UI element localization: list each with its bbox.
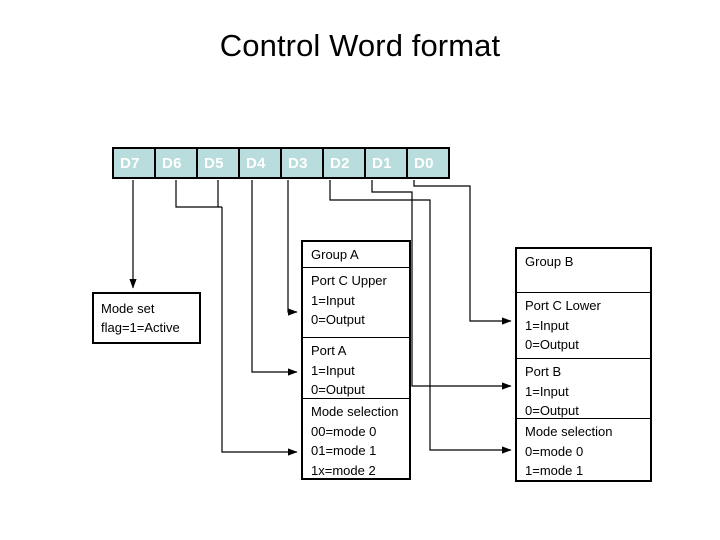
group-a-mode-selection-title: Mode selection (311, 404, 399, 419)
group-a-port-a-row: Port A 1=Input 0=Output (303, 338, 409, 399)
wire-d1-to-group-b-port-b (371, 180, 512, 390)
group-a-mode-selection-row: Mode selection 00=mode 0 01=mode 1 1x=mo… (303, 399, 409, 478)
group-b-port-c-lower-title: Port C Lower (525, 298, 601, 313)
mode-set-line-1: Mode set (101, 301, 155, 316)
bit-cell-d2[interactable]: D2 (324, 149, 366, 177)
group-a-header: Group A (303, 242, 409, 268)
wire-d3-to-group-a-port-c-upper (287, 180, 298, 316)
bit-cell-d5[interactable]: D5 (198, 149, 240, 177)
group-a-box: Group A Port C Upper 1=Input 0=Output Po… (301, 240, 411, 480)
wire-d6-merge (175, 180, 222, 208)
mode-set-box: Mode set flag=1=Active (92, 292, 201, 344)
bit-cell-d6[interactable]: D6 (156, 149, 198, 177)
bit-cell-d4[interactable]: D4 (240, 149, 282, 177)
group-b-box: Group B Port C Lower 1=Input 0=Output Po… (515, 247, 652, 482)
group-b-mode-selection-title: Mode selection (525, 424, 613, 439)
wire-d4-to-group-a-port-a (251, 180, 298, 376)
group-a-mode-selection-line-1: 00=mode 0 (311, 423, 377, 439)
group-a-header-label: Group A (311, 247, 359, 262)
bit-cell-d1[interactable]: D1 (366, 149, 408, 177)
group-a-port-a-title: Port A (311, 343, 347, 358)
wire-d0-to-group-b-port-c-lower (413, 180, 512, 325)
group-b-mode-selection-line-1: 0=mode 0 (525, 443, 584, 459)
group-a-port-c-upper-title: Port C Upper (311, 273, 387, 288)
group-a-mode-selection-line-3: 1x=mode 2 (311, 462, 376, 478)
wire-d6d5-to-group-a-mode (221, 207, 298, 456)
mode-set-line-2: flag=1=Active (101, 320, 180, 335)
bit-cell-d3[interactable]: D3 (282, 149, 324, 177)
group-a-port-c-upper-row: Port C Upper 1=Input 0=Output (303, 268, 409, 338)
group-b-mode-selection-row: Mode selection 0=mode 0 1=mode 1 (517, 419, 650, 480)
control-word-bit-strip: D7 D6 D5 D4 D3 D2 D1 D0 (112, 147, 450, 179)
group-a-port-a-line-1: 1=Input (311, 362, 355, 378)
group-b-port-c-lower-row: Port C Lower 1=Input 0=Output (517, 293, 650, 359)
bit-cell-d0[interactable]: D0 (408, 149, 448, 177)
group-b-mode-selection-line-2: 1=mode 1 (525, 463, 584, 478)
group-a-port-a-line-2: 0=Output (311, 382, 365, 397)
group-b-port-c-lower-line-2: 0=Output (525, 337, 579, 352)
page-title: Control Word format (219, 28, 501, 63)
group-b-port-b-row: Port B 1=Input 0=Output (517, 359, 650, 419)
group-b-port-b-title: Port B (525, 364, 562, 379)
group-b-port-b-line-1: 1=Input (525, 383, 569, 399)
group-b-port-b-line-2: 0=Output (525, 403, 579, 418)
group-b-header: Group B (517, 249, 650, 293)
bit-cell-d7[interactable]: D7 (114, 149, 156, 177)
group-a-port-c-upper-line-2: 0=Output (311, 312, 365, 327)
group-b-port-c-lower-line-1: 1=Input (525, 317, 569, 333)
group-b-header-label: Group B (525, 254, 574, 269)
wire-d2-to-group-b-mode (329, 180, 512, 454)
group-a-port-c-upper-line-1: 1=Input (311, 292, 355, 308)
group-a-mode-selection-line-2: 01=mode 1 (311, 443, 377, 458)
